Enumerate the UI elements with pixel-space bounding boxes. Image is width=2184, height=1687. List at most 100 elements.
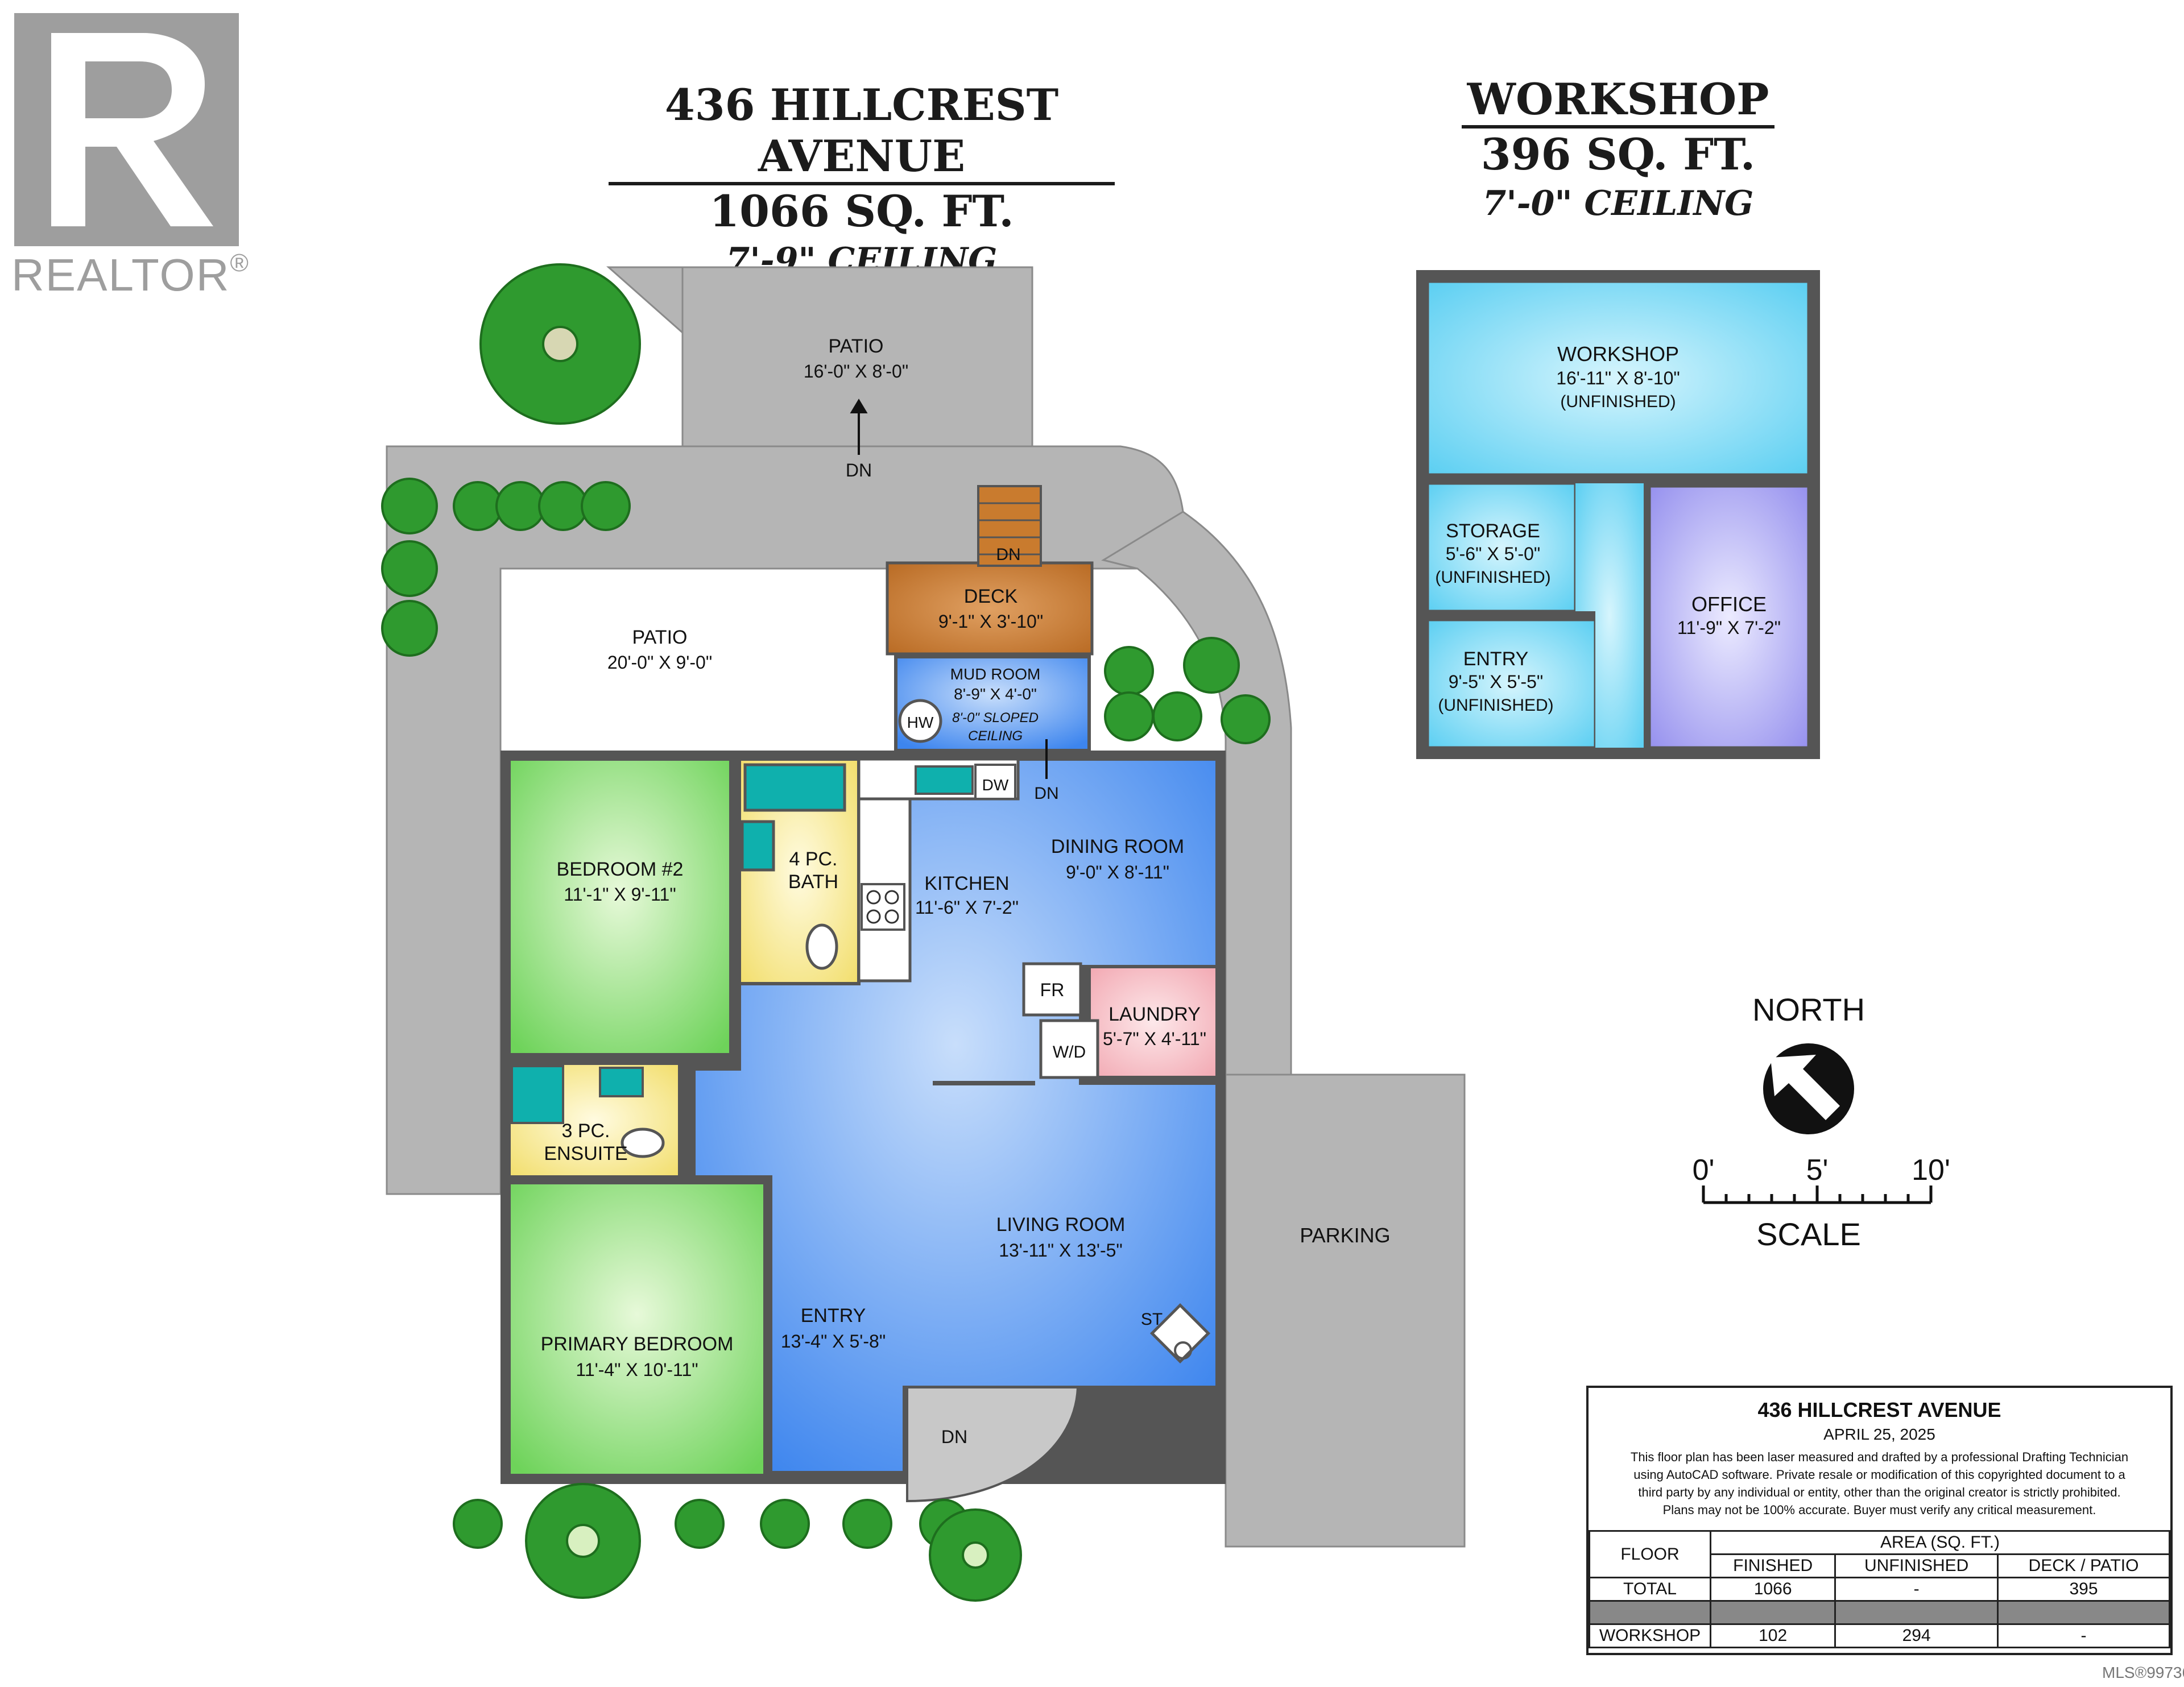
- table-row: TOTAL 1066 - 395: [1589, 1577, 2170, 1602]
- bedroom2-dims: 11'-1" X 9'-11": [564, 884, 676, 905]
- scale-tick-5: 5': [1806, 1154, 1829, 1187]
- storage-dims: 5'-6" X 5'-0": [1446, 544, 1541, 564]
- entry-name: ENTRY: [801, 1305, 866, 1327]
- ws-hall: [1575, 483, 1644, 748]
- north-label: NORTH: [1752, 992, 1865, 1027]
- dishwasher: [974, 764, 1016, 800]
- shrub: [581, 481, 631, 531]
- realtor-logo: REALTOR®: [11, 10, 250, 300]
- patio-top-dims: 16'-0" X 8'-0": [804, 361, 908, 382]
- scale-bar: [1702, 1186, 1933, 1204]
- table-row: WORKSHOP 102 294 -: [1589, 1623, 2170, 1648]
- bath-name2: BATH: [788, 871, 838, 893]
- legend-note: This floor plan has been laser measured …: [1630, 1450, 2129, 1517]
- bathtub: [743, 763, 846, 812]
- col-area: AREA (SQ. FT.): [1710, 1530, 2170, 1555]
- legend-box: 436 HILLCREST AVENUE APRIL 25, 2025 This…: [1586, 1386, 2173, 1655]
- living-dims: 13'-11" X 13'-5": [999, 1240, 1123, 1261]
- shrub: [1104, 646, 1154, 696]
- area-table: FLOOR AREA (SQ. FT.) FINISHED UNFINISHED…: [1589, 1530, 2170, 1648]
- shrub: [842, 1499, 892, 1549]
- stove: [861, 883, 905, 931]
- front-steps: [906, 1386, 1079, 1503]
- deck-stairs: [977, 485, 1042, 567]
- patio-left-name: PATIO: [632, 627, 688, 648]
- ensuite-toilet: [621, 1128, 665, 1158]
- shrub: [495, 481, 545, 531]
- primary-name: PRIMARY BEDROOM: [541, 1333, 734, 1355]
- room-ws-entry: [1426, 618, 1597, 749]
- ensuite-sink: [599, 1067, 644, 1097]
- workshop-room-note: (UNFINISHED): [1560, 392, 1676, 411]
- shrub: [1104, 691, 1154, 741]
- legend-date: APRIL 25, 2025: [1823, 1425, 1935, 1443]
- storage-note: (UNFINISHED): [1435, 568, 1550, 587]
- entry-dims: 13'-4" X 5'-8": [781, 1331, 886, 1352]
- shrub: [381, 540, 438, 597]
- scale-label: SCALE: [1756, 1216, 1861, 1252]
- ensuite-shower: [511, 1065, 564, 1124]
- patio-top-name: PATIO: [829, 335, 884, 357]
- dn-label: DN: [846, 460, 872, 480]
- primary-dims: 11'-4" X 10'-11": [576, 1359, 698, 1380]
- col-deck: DECK / PATIO: [1997, 1553, 2170, 1578]
- address-heading: 436 HILLCREST AVENUE: [609, 80, 1115, 185]
- room-primary-bedroom: [507, 1181, 767, 1477]
- laundry-dims: 5'-7" X 4'-11": [1103, 1029, 1206, 1049]
- storage-name: STORAGE: [1446, 520, 1540, 542]
- scale-tick-0: 0': [1693, 1154, 1715, 1187]
- col-finished: FINISHED: [1709, 1553, 1836, 1578]
- workshop-ceiling: 7'-0" CEILING: [1482, 184, 1754, 223]
- workshop-building: [1416, 270, 1820, 759]
- living-name: LIVING ROOM: [996, 1214, 1126, 1236]
- bedroom2-name: BEDROOM #2: [557, 859, 684, 880]
- ws-entry-name: ENTRY: [1463, 648, 1529, 670]
- kitchen-name: KITCHEN: [924, 873, 1009, 894]
- bath-sink: [741, 820, 775, 872]
- mud-room-dims: 8'-9" X 4'-0": [954, 685, 1037, 703]
- shrub: [538, 481, 588, 531]
- ws-entry-dims: 9'-5" X 5'-5": [1449, 672, 1544, 692]
- shrub: [1152, 691, 1202, 741]
- shrub: [381, 478, 438, 534]
- shrub: [453, 481, 503, 531]
- ensuite-name2: ENSUITE: [544, 1143, 627, 1164]
- patio-left-dims: 20'-0" X 9'-0": [607, 652, 712, 673]
- shrub: [381, 600, 438, 657]
- office-dims: 11'-9" X 7'-2": [1677, 617, 1781, 638]
- house-area: 1066 SQ. FT.: [709, 186, 1014, 237]
- shrub: [1221, 694, 1271, 744]
- shrub: [760, 1499, 810, 1549]
- deck-dims: 9'-1" X 3'-10": [938, 611, 1043, 632]
- front-dn: DN: [941, 1427, 967, 1447]
- house-title: 436 HILLCREST AVENUE 1066 SQ. FT. 7'-9" …: [609, 80, 1115, 283]
- mud-room-name: MUD ROOM: [950, 665, 1041, 683]
- washer-dryer: [1039, 1019, 1099, 1079]
- bath-name: 4 PC.: [789, 848, 837, 870]
- parking-name: PARKING: [1300, 1224, 1390, 1247]
- mud-dn: DN: [1034, 784, 1058, 803]
- room-labels: PATIO 16'-0" X 8'-0" DN PATIO 20'-0" X 9…: [541, 335, 1950, 1447]
- shrub: [1183, 637, 1240, 694]
- kitchen-sink: [915, 765, 974, 795]
- fr-label: FR: [1040, 980, 1065, 1000]
- ws-entry-note: (UNFINISHED): [1438, 696, 1553, 715]
- room-deck: [886, 561, 1094, 656]
- patio-top: [606, 266, 1033, 447]
- room-office: [1648, 484, 1810, 749]
- room-storage: [1426, 482, 1577, 613]
- office-name: OFFICE: [1691, 592, 1767, 616]
- dw-label: DW: [982, 776, 1009, 794]
- scale-tick-10: 10': [1912, 1154, 1950, 1187]
- deck-dn: DN: [996, 545, 1020, 564]
- col-floor: FLOOR: [1589, 1530, 1711, 1578]
- realtor-wordmark: REALTOR®: [11, 249, 250, 300]
- rooms: [507, 485, 1219, 1503]
- workshop-room-dims: 16'-11" X 8'-10": [1556, 368, 1680, 388]
- laundry-name: LAUNDRY: [1108, 1004, 1201, 1025]
- hot-water-tank: [898, 699, 942, 743]
- mls-number: MLS®997360: [2102, 1664, 2184, 1681]
- shrub: [453, 1499, 503, 1549]
